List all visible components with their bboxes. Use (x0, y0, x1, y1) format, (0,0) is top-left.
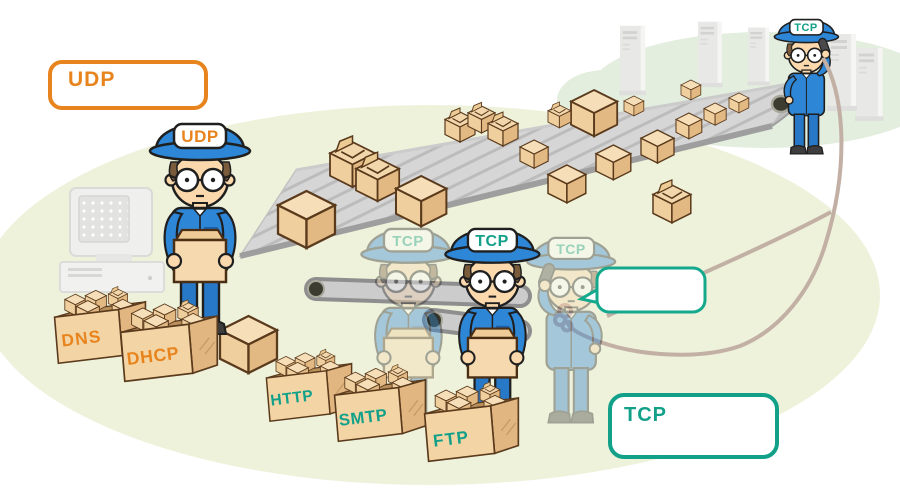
crate-http: HTTP (266, 349, 351, 421)
crate-label: DNS (60, 326, 102, 351)
crate-smtp: SMTP (335, 364, 426, 441)
udp-label-border (48, 60, 208, 110)
speech-bubble-body (595, 266, 707, 314)
server-tower (747, 27, 770, 86)
cap-label: TCP (392, 233, 424, 250)
tcp-worker-remote: TCP (773, 18, 840, 155)
cap-label: TCP (556, 241, 586, 257)
cap-label: TCP (475, 233, 509, 250)
cap-label: TCP (794, 22, 818, 34)
cap-label: UDP (181, 127, 218, 146)
crate-label: HTTP (270, 387, 315, 409)
crate-label: FTP (432, 426, 471, 450)
desktop-computer (59, 187, 165, 293)
tcp-label-border (608, 393, 779, 459)
tcp-worker-main: TCP (444, 227, 541, 428)
tcp-worker-ghost-left: TCP (360, 227, 457, 428)
crate-ftp: FTP (425, 382, 519, 461)
udp-label-box: UDP (48, 60, 208, 110)
tcp-label-box: TCP (608, 393, 779, 459)
tcp-label-text: TCP (624, 404, 667, 426)
tcp-worker-ghost-right: TCP (526, 236, 617, 424)
server-tower (619, 25, 647, 96)
belt-roller (307, 280, 325, 298)
server-tower (697, 21, 723, 88)
crate-dns: DNS (55, 286, 146, 363)
udp-worker: UDP (148, 122, 252, 336)
crate-dhcp: DHCP (121, 300, 218, 382)
speech-bubble (576, 266, 707, 314)
server-tower (855, 47, 884, 122)
udp-label-text: UDP (68, 68, 115, 91)
